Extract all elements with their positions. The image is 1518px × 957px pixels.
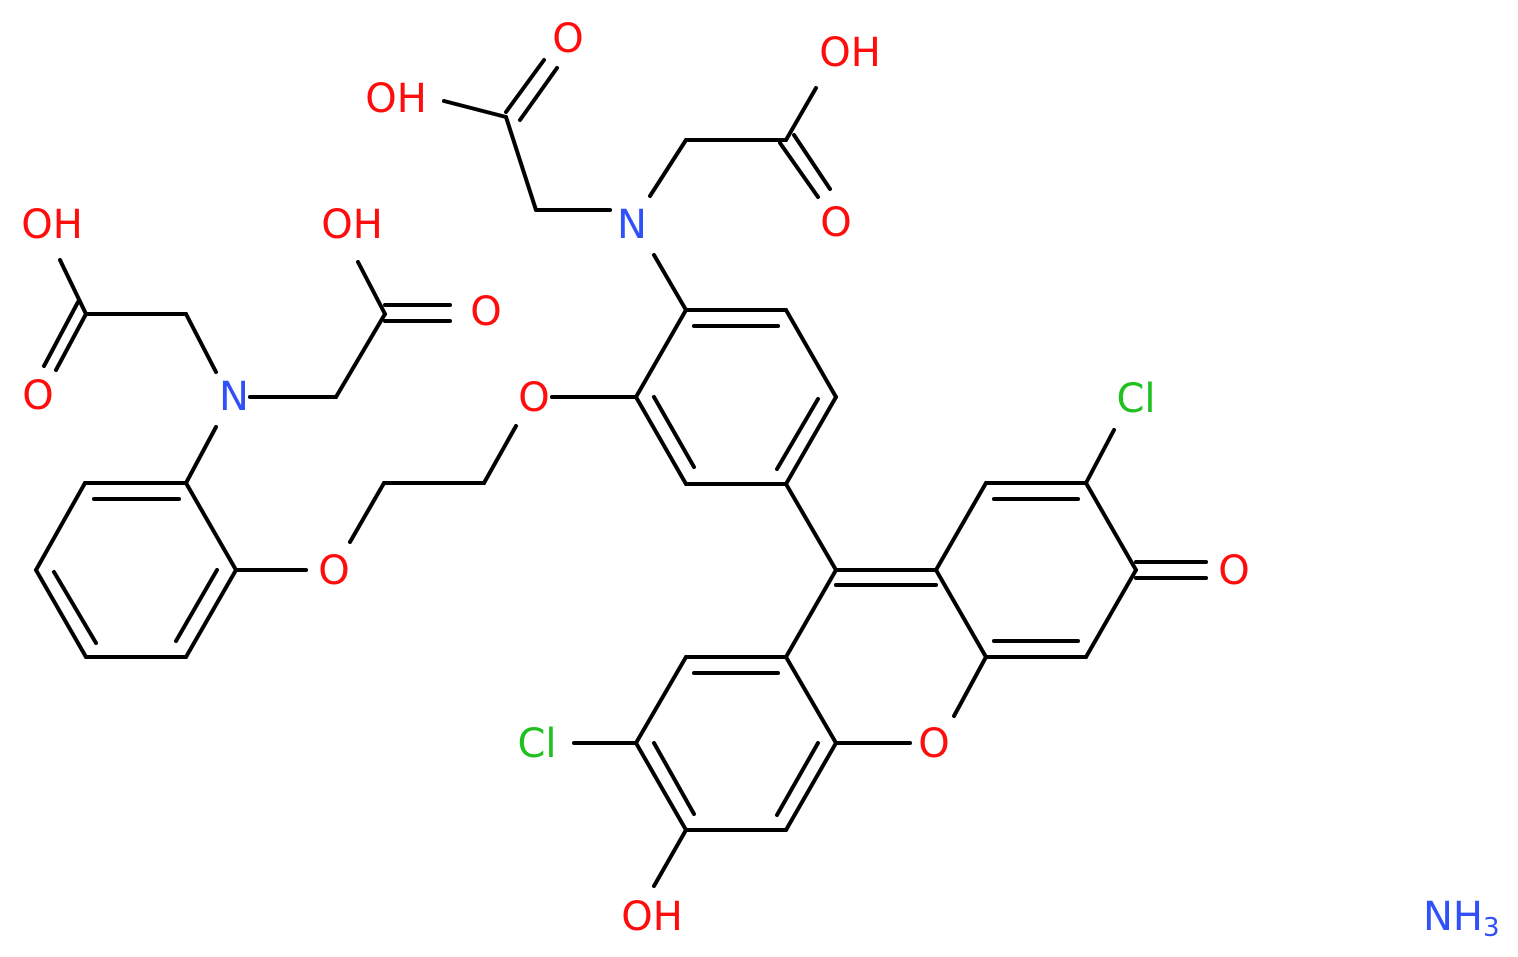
oxygen-label: O — [918, 721, 949, 767]
atom-labels: OH O N OH O O O OH O N OH O Cl O O Cl OH… — [21, 16, 1499, 943]
ammonia-label: NH3 — [1423, 894, 1500, 943]
nitrogen-label: N — [219, 374, 249, 420]
oxygen-label: O — [318, 548, 349, 594]
bond — [934, 481, 988, 572]
bond — [934, 568, 988, 659]
bond — [504, 115, 538, 212]
hydroxyl-label: OH — [321, 202, 383, 248]
bond — [1084, 568, 1138, 659]
bond — [184, 425, 218, 485]
bond — [952, 655, 988, 718]
bond — [784, 308, 838, 399]
bond — [184, 312, 218, 374]
bond — [348, 481, 386, 544]
bond — [54, 312, 88, 372]
hydroxyl-label: OH — [365, 76, 427, 122]
bond — [34, 568, 88, 659]
hydroxyl-label: OH — [621, 894, 683, 940]
bond-inner — [775, 397, 820, 471]
bond — [792, 133, 832, 191]
bond — [504, 58, 546, 114]
bond — [784, 655, 838, 745]
bond — [652, 741, 696, 816]
oxygen-label: O — [470, 289, 501, 335]
bond — [634, 308, 688, 399]
bond — [634, 395, 688, 486]
oxygen-label: O — [820, 200, 851, 246]
bond — [42, 300, 80, 368]
bond-inner — [52, 570, 98, 645]
bond — [518, 66, 559, 122]
bond — [184, 568, 238, 659]
bond-inner — [174, 568, 219, 643]
bond — [34, 481, 87, 572]
nitrogen-label: N — [617, 202, 647, 248]
bond — [775, 741, 820, 817]
oxygen-label: O — [22, 373, 53, 419]
bond — [652, 828, 688, 888]
bond — [784, 482, 838, 572]
bond — [442, 99, 508, 119]
bond-inner — [652, 395, 696, 469]
bond — [184, 481, 238, 572]
oxygen-label: O — [1218, 548, 1249, 594]
hydroxyl-label: OH — [819, 30, 881, 76]
oxygen-label: O — [518, 375, 549, 421]
bond — [784, 568, 838, 659]
bond — [1084, 481, 1138, 572]
bond — [634, 655, 688, 745]
bond — [58, 258, 88, 316]
bond — [1084, 428, 1116, 485]
bond — [334, 312, 387, 399]
ammonia-subscript: 3 — [1483, 913, 1500, 943]
bond — [356, 260, 387, 316]
ammonia-main-text: NH — [1423, 894, 1483, 940]
bond — [482, 424, 518, 485]
bond-lines — [34, 58, 1208, 888]
bond — [648, 138, 688, 198]
hydroxyl-label: OH — [21, 202, 83, 248]
chlorine-label: Cl — [517, 721, 556, 767]
bond — [784, 741, 838, 832]
bond — [634, 741, 688, 832]
bond — [652, 253, 688, 312]
oxygen-label: O — [552, 16, 583, 62]
bond — [778, 141, 820, 199]
bond — [784, 395, 838, 486]
bond — [784, 86, 818, 142]
chlorine-label: Cl — [1116, 376, 1155, 422]
